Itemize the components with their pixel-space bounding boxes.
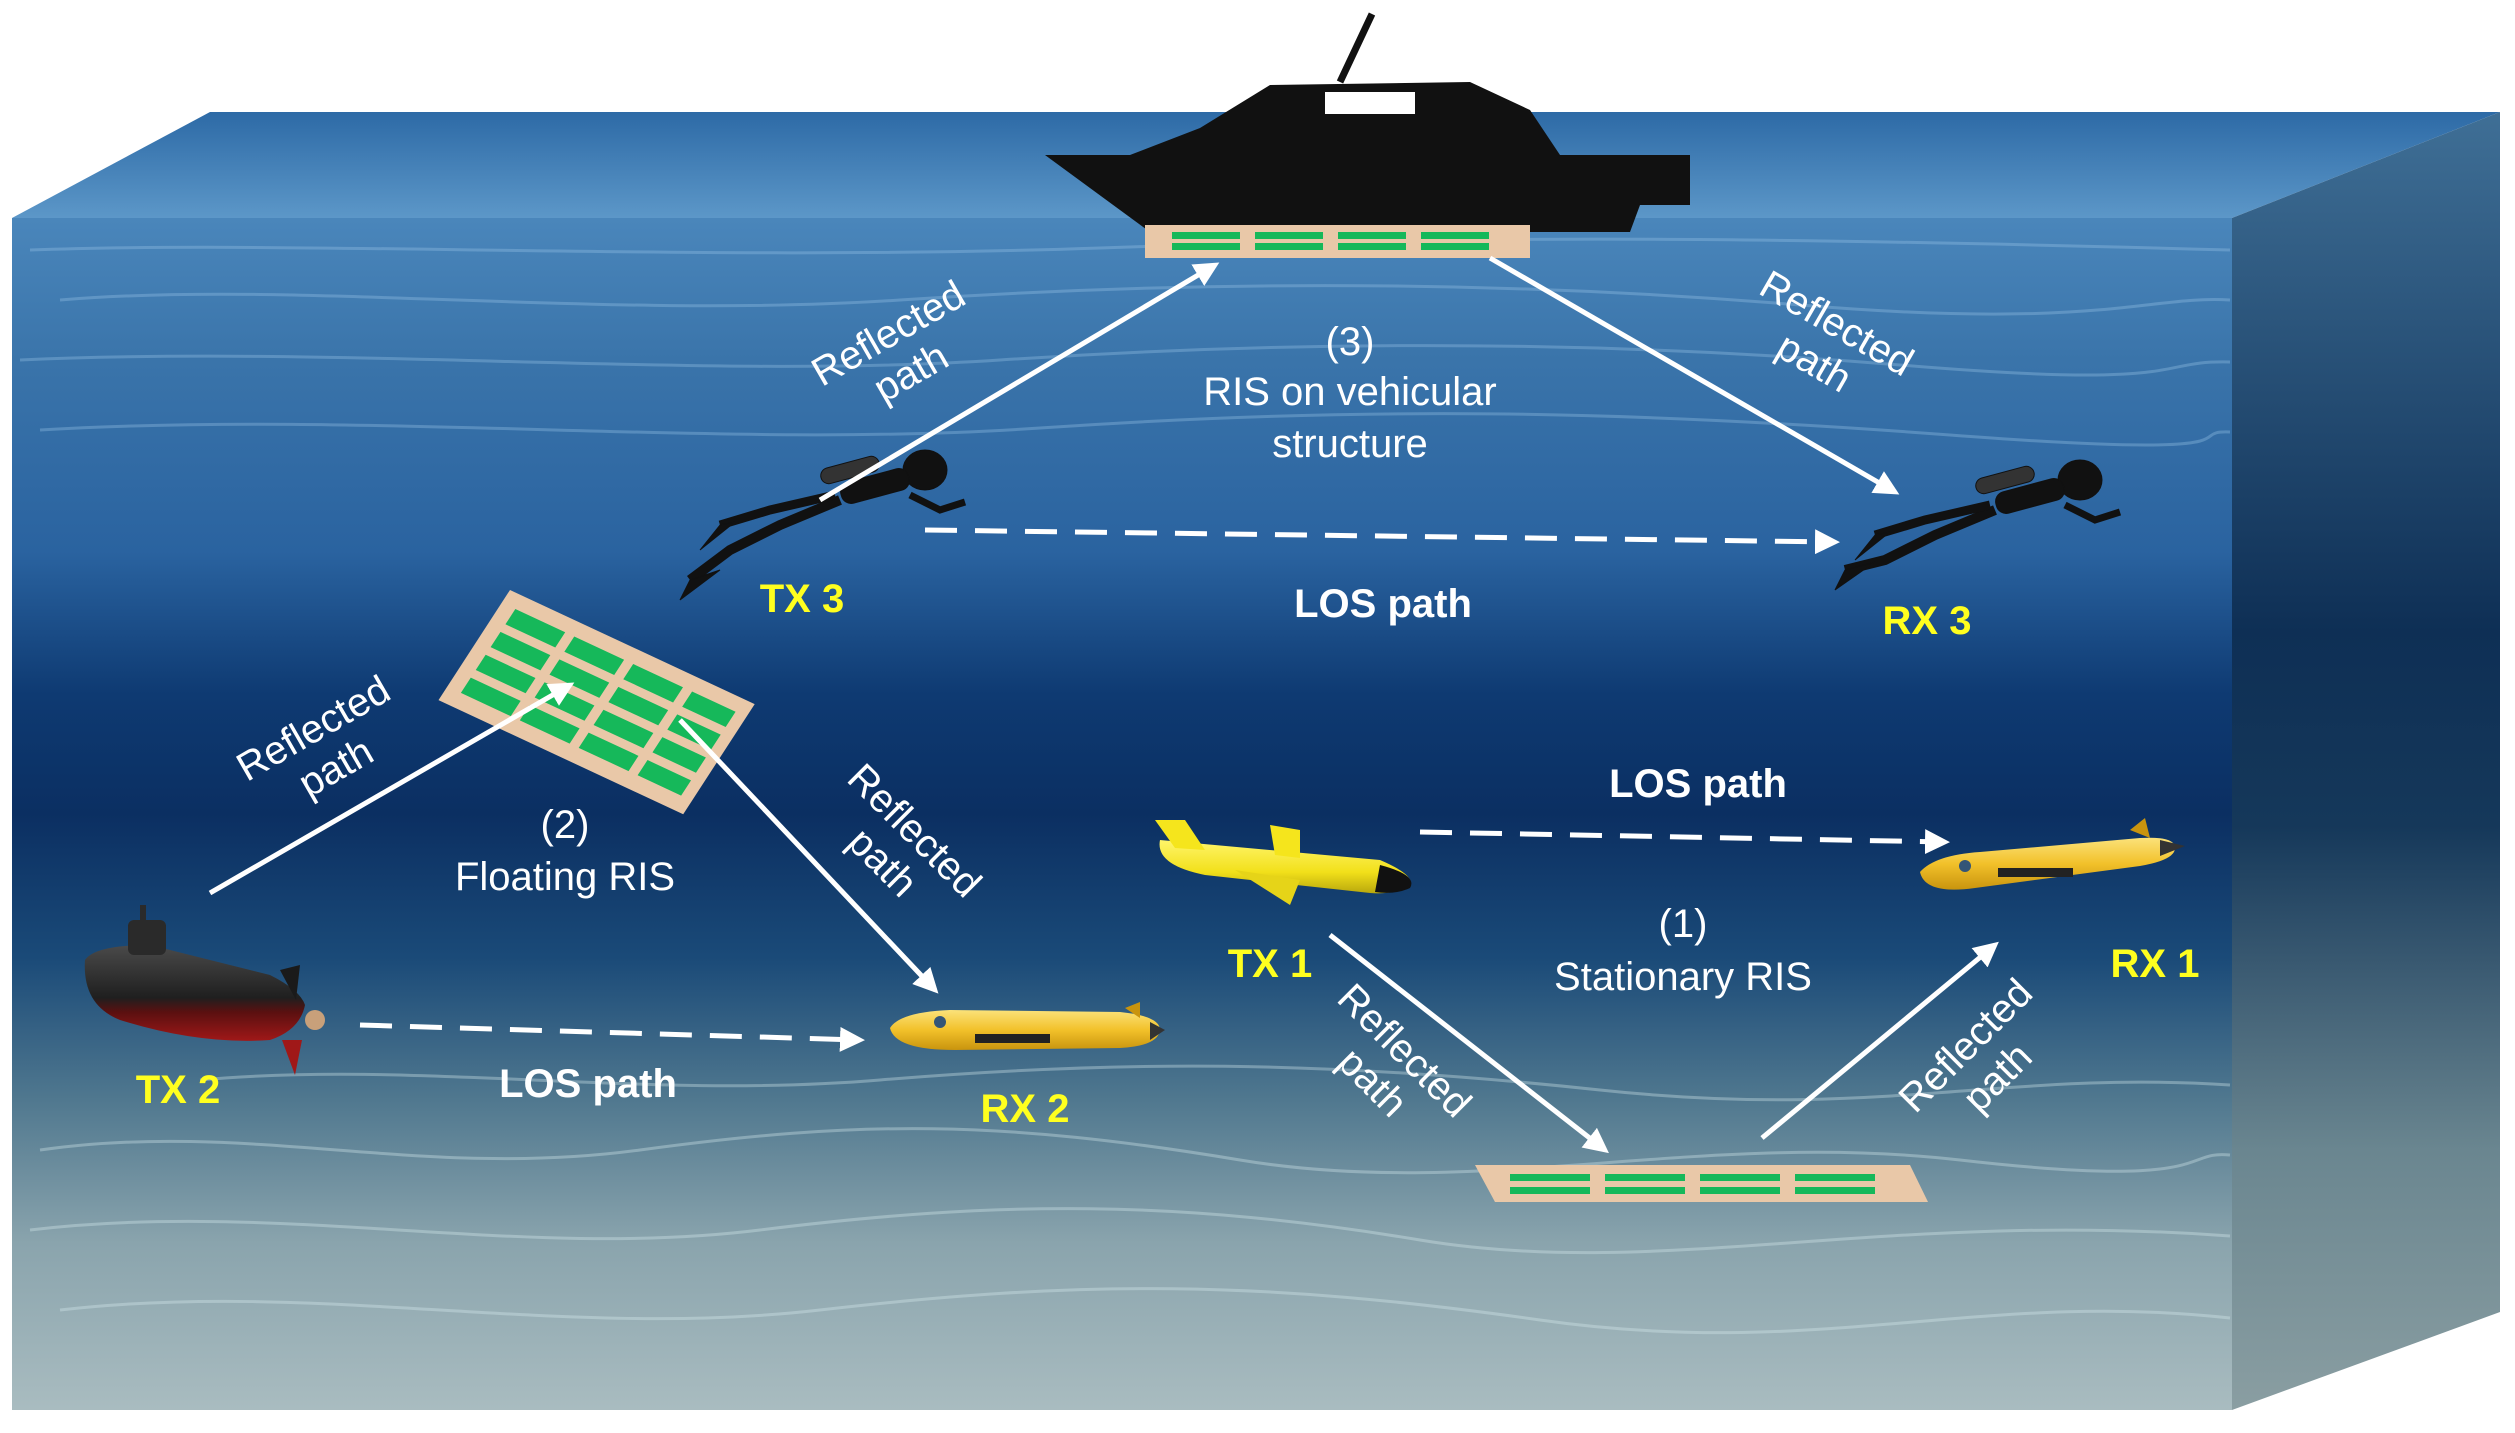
glider-icon	[1155, 820, 1412, 905]
ris2-number: (2)	[541, 803, 590, 847]
reflected-path-ris3-rx3	[1488, 255, 1900, 495]
reflected-path-tx3-ris3	[818, 262, 1220, 503]
ris3-name-line2: structure	[1272, 422, 1428, 466]
los-path-label-3: LOS path	[1294, 582, 1472, 626]
ris2-name: Floating RIS	[455, 855, 675, 899]
los-path-tx2-rx2	[359, 1022, 865, 1052]
seafloor-caustics	[29, 1064, 2231, 1335]
glider-icon	[890, 1002, 1165, 1050]
ship-icon	[1045, 12, 1690, 232]
los-path-tx1-rx1	[1419, 829, 1950, 855]
rx2-label: RX 2	[981, 1087, 1070, 1131]
ris3-number: (3)	[1326, 320, 1375, 364]
glider-icon	[1920, 818, 2185, 890]
water-block	[12, 112, 2500, 1410]
submarine-icon	[84, 905, 325, 1075]
los-path-label-1: LOS path	[1609, 762, 1787, 806]
los-path-tx3-rx3	[924, 527, 1840, 555]
reflected-path-tx2-ris2	[208, 682, 575, 896]
ris1-name: Stationary RIS	[1554, 955, 1812, 999]
los-path-label-2: LOS path	[499, 1062, 677, 1106]
water-block-front	[12, 218, 2232, 1410]
reflected-path-ris1-rx1	[1760, 941, 1999, 1140]
reflected-path-tx1-ris1	[1328, 933, 1609, 1154]
tx2-label: TX 2	[136, 1068, 220, 1112]
tx3-label: TX 3	[760, 577, 844, 621]
diver-icon	[679, 449, 967, 601]
reflected-path-ris2-rx2	[678, 718, 939, 994]
ris-panel-stationary	[1475, 1165, 1928, 1202]
ris-panel-vehicular	[1145, 225, 1530, 258]
ris1-number: (1)	[1659, 902, 1708, 946]
rx3-label: RX 3	[1883, 599, 1972, 643]
water-block-side	[2232, 112, 2500, 1410]
ris3-name-line1: RIS on vehicular	[1203, 370, 1496, 414]
tx1-label: TX 1	[1228, 942, 1312, 986]
signal-paths	[208, 255, 1999, 1154]
surface-ripples	[19, 237, 2231, 447]
rx1-label: RX 1	[2111, 942, 2200, 986]
diver-icon	[1834, 459, 2122, 591]
